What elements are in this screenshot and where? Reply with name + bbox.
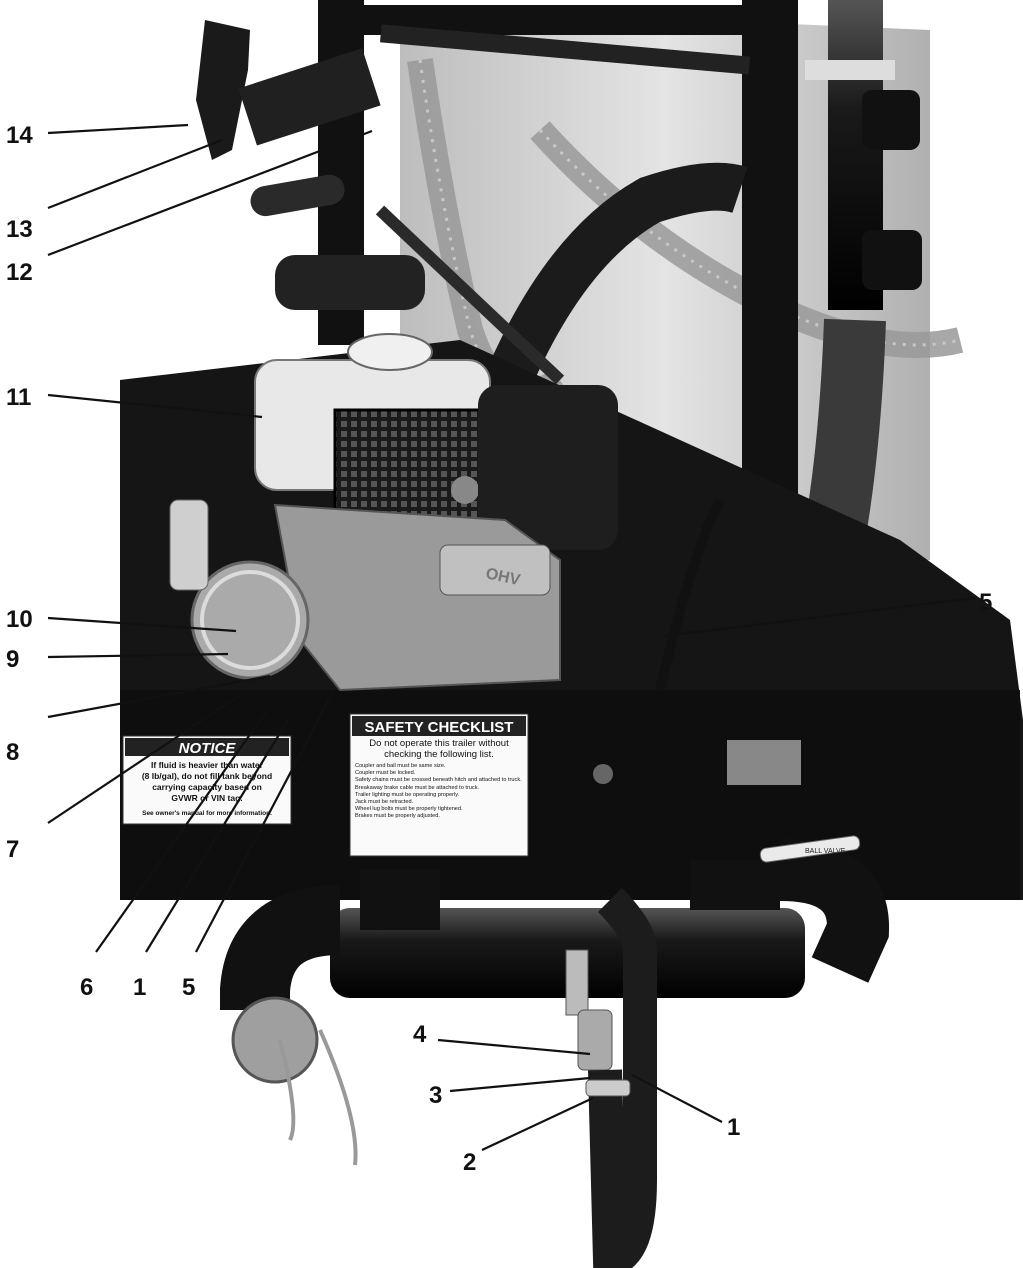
engine-brand: OHV [484,565,522,589]
leader-line [145,719,289,953]
safety-sign-item: Breakaway brake cable must be attached t… [355,784,480,791]
callout-label: 5 [979,589,992,616]
callout-label: 2 [463,1149,476,1176]
callout-label: 11 [6,384,31,411]
leader-line [47,123,189,135]
leader-line [47,652,229,659]
notice-sign: NOTICE If fluid is heavier than water (8… [122,735,292,825]
leader-line [663,596,976,638]
black-discharge-hose [477,162,748,409]
callout-label: 8 [6,739,19,766]
safety-sign-title: SAFETY CHECKLIST [365,719,514,736]
leader-lines [47,123,976,1151]
safety-sign-intro: Do not operate this trailer without chec… [369,738,509,760]
leader-line [631,1074,723,1123]
callout-label: 14 [6,122,33,149]
notice-sign-line: See owner's manual for more information. [142,810,272,817]
leader-line [437,1038,591,1056]
leader-line [47,616,237,633]
leader-line [449,1076,591,1093]
drain-valve [565,949,589,1016]
safety-sign-item: Coupler and ball must be same size. [355,763,446,769]
grab-handle [250,174,345,217]
callout-label: 1 [727,1114,740,1141]
callout-label: 6 [80,974,93,1001]
relief-valve [169,499,209,591]
pump-hose [655,497,725,692]
callout-label: 4 [413,1021,427,1048]
callout-labels: 14 13 12 11 10 9 8 7 6 1 5 5 4 3 2 1 [6,122,992,1176]
hose-barb-fitting [577,1009,613,1071]
safety-checklist-sign: SAFETY CHECKLIST Do not operate this tra… [349,713,529,857]
safety-sign-item: Brakes must be properly adjusted. [355,813,440,820]
callout-label: 9 [6,646,19,673]
notice-sign-line: GVWR or VIN tag. [171,793,242,803]
notice-sign-line: (8 lb/gal), do not fill tank beyond [142,771,272,781]
safety-sign-item: Trailer lighting must be operating prope… [355,791,460,798]
camlock-cap [231,996,319,1084]
engine-block [273,503,561,692]
notice-sign-line: carrying capacity based on [152,782,262,792]
spray-wand [375,205,565,385]
leader-line [47,393,263,419]
air-cleaner [478,385,618,550]
leader-line [47,138,223,210]
safety-sign-item: Coupler must be locked. [355,770,416,777]
callout-label: 1 [133,974,146,1001]
ball-valve-handle [759,835,861,863]
notice-sign-title: NOTICE [179,740,237,757]
elbow-left [220,885,342,1010]
safety-sign-item: Wheel lug bolts must be properly tighten… [355,806,463,813]
elbow-right [779,839,889,983]
callout-label: 5 [182,974,195,1001]
pump-head [190,560,310,680]
safety-sign-item: Safety chains must be crossed beneath hi… [355,777,522,784]
callout-label: 3 [429,1082,442,1109]
safety-sign-item: Jack must be retracted. [355,799,414,806]
drain-hose [588,887,657,1268]
callout-label: 10 [6,606,33,633]
equipment-photo: BALL VALVE SAFETY CHECKLIST Do not opera… [120,0,1023,1268]
notice-sign-line: If fluid is heavier than water [151,760,264,770]
leader-line [95,711,267,953]
hose-clamp [585,1079,631,1097]
nozzle-holder [238,48,381,146]
callout-label: 13 [6,216,33,243]
fuel-cap [347,333,433,371]
reflector [727,740,801,785]
leader-line [47,694,241,824]
callout-label: 12 [6,259,33,286]
ball-valve-tag: BALL VALVE [805,848,846,855]
spray-gun [196,20,250,160]
leader-line [195,689,335,953]
callout-label: 7 [6,836,19,863]
leader-line [47,129,373,257]
leader-line [481,1097,594,1151]
leader-line [47,674,271,719]
